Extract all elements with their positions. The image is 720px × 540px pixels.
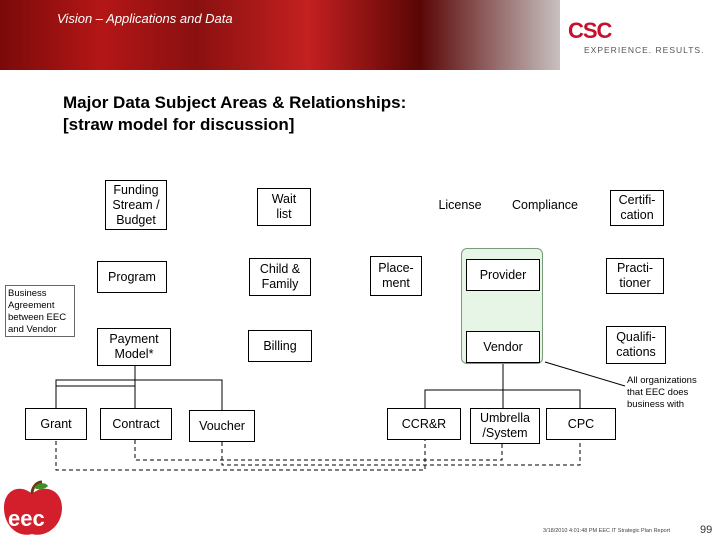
node-compliance: Compliance	[511, 198, 578, 212]
node-provider: Provider	[466, 259, 540, 291]
node-practitioner: Practi- tioner	[606, 258, 664, 294]
grant-voucher-line	[55, 379, 223, 410]
slide-title-line2: [straw model for discussion]	[63, 115, 295, 134]
node-wait-list: Wait list	[257, 188, 311, 226]
all-orgs-pointer	[544, 361, 626, 387]
note-all-organizations: All organizations that EEC does business…	[627, 375, 697, 410]
voucher-dashed-bracket	[221, 440, 581, 466]
node-contract: Contract	[100, 408, 172, 440]
node-vendor: Vendor	[466, 331, 540, 363]
node-child-family: Child & Family	[249, 258, 311, 296]
node-payment-model: Payment Model*	[97, 328, 171, 366]
note-business-agreement: Business Agreement between EEC and Vendo…	[5, 285, 75, 337]
logo-area	[560, 0, 720, 70]
csc-logo: CSC	[568, 18, 612, 43]
csc-tagline: EXPERIENCE. RESULTS.	[584, 45, 705, 55]
node-certification: Certifi- cation	[610, 190, 664, 226]
slide-title-line1: Major Data Subject Areas & Relationships…	[63, 93, 407, 112]
node-voucher: Voucher	[189, 410, 255, 442]
node-program: Program	[97, 261, 167, 293]
node-billing: Billing	[248, 330, 312, 362]
contract-dashed-bracket	[134, 440, 503, 461]
node-funding-stream: Funding Stream / Budget	[105, 180, 167, 230]
node-qualifications: Qualifi- cations	[606, 326, 666, 364]
slide-title: Major Data Subject Areas & Relationships…	[63, 92, 406, 136]
header-banner: Vision – Applications and Data CSC EXPER…	[0, 0, 720, 70]
page-number: 99	[700, 524, 713, 536]
node-ccrr: CCR&R	[387, 408, 461, 440]
node-umbrella-system: Umbrella /System	[470, 408, 540, 444]
eec-apple-logo: eec	[4, 480, 62, 535]
grant-dashed-bracket	[55, 440, 426, 471]
vendor-cpc-line	[503, 389, 581, 408]
cyclists-photo	[0, 0, 560, 70]
eec-logo-text: eec	[8, 506, 45, 531]
node-placement: Place- ment	[370, 256, 422, 296]
node-grant: Grant	[25, 408, 87, 440]
node-cpc: CPC	[546, 408, 616, 440]
banner-title: Vision – Applications and Data	[57, 11, 233, 26]
grant-contract-line	[55, 385, 136, 408]
node-license: License	[438, 198, 482, 212]
footer-text: 3/18/2010 4:01:48 PM EEC IT Strategic Pl…	[543, 528, 671, 534]
vendor-children-line	[424, 364, 504, 408]
